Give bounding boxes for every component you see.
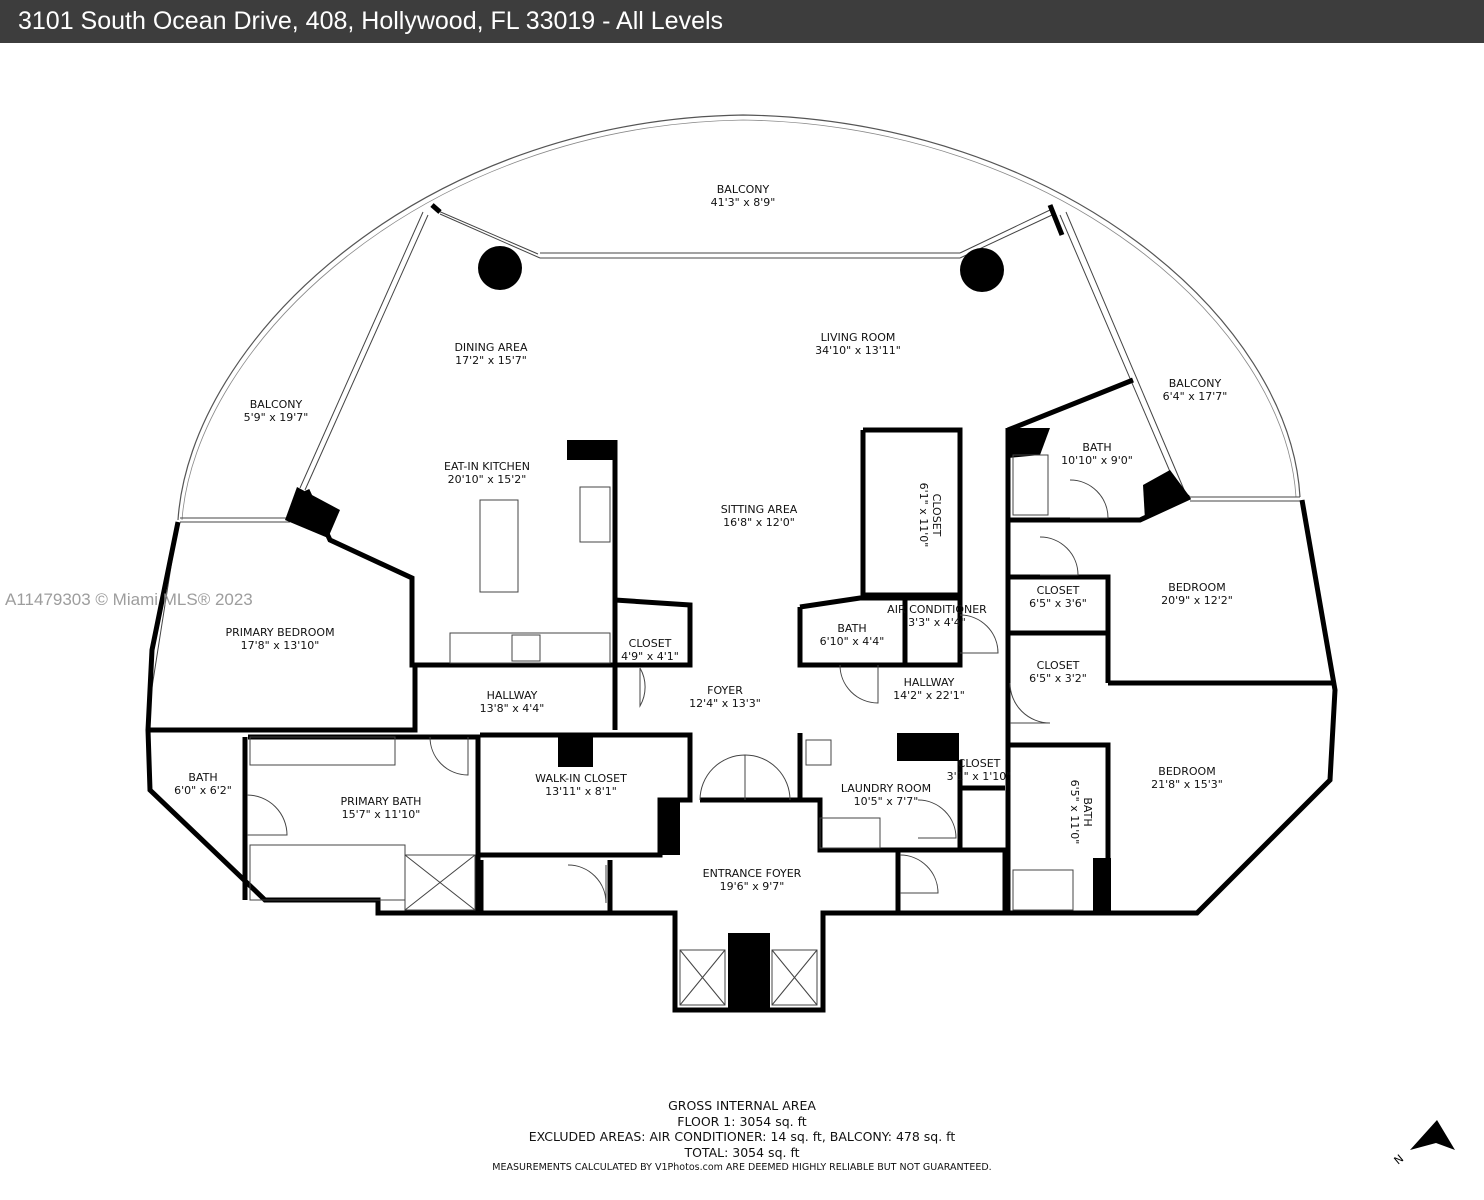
wall-blocks bbox=[285, 428, 1190, 1010]
balcony-railing bbox=[177, 114, 1301, 521]
north-arrow-icon bbox=[1410, 1120, 1455, 1150]
total-area: TOTAL: 3054 sq. ft bbox=[684, 1144, 800, 1160]
disclaimer: MEASUREMENTS CALCULATED BY V1Photos.com … bbox=[492, 1162, 992, 1173]
excluded-areas: EXCLUDED AREAS: AIR CONDITIONER: 14 sq. … bbox=[528, 1129, 956, 1144]
columns bbox=[478, 246, 1004, 292]
page-title: 3101 South Ocean Drive, 408, Hollywood, … bbox=[0, 0, 1484, 43]
window-glass bbox=[149, 209, 1335, 701]
fixtures bbox=[246, 454, 1109, 1006]
floor-area: FLOOR 1: 3054 sq. ft bbox=[677, 1113, 807, 1129]
gross-area-heading: GROSS INTERNAL AREA bbox=[668, 1098, 816, 1113]
watermark: A11479303 © Miami MLS® 2023 bbox=[5, 590, 253, 609]
balcony-railing-inner bbox=[181, 119, 1297, 521]
